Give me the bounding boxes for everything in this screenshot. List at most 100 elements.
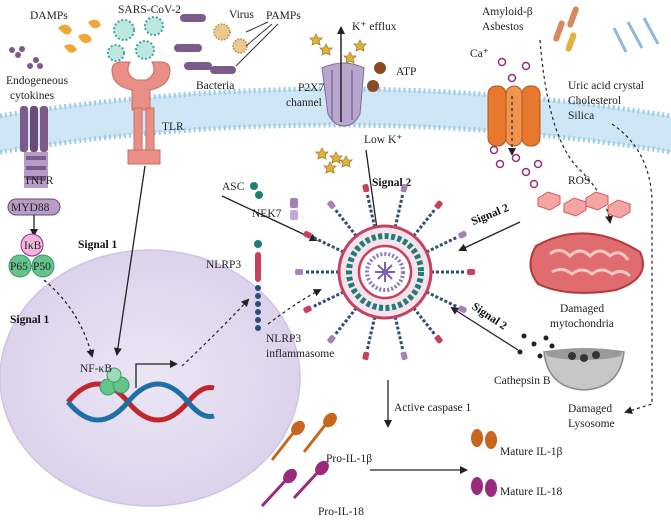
- asbestos-label: Asbestos: [482, 21, 524, 33]
- uric-label: Uric acid crystal: [568, 80, 644, 92]
- damps-icon: [58, 19, 101, 53]
- damaged-lysosome: [543, 348, 625, 391]
- endog-label-1: Endogeneous: [6, 75, 68, 87]
- tnfr-label: TNFR: [24, 175, 54, 187]
- nlrp3-inflammasome: [295, 183, 475, 361]
- inflammasome-spoke-tip: [458, 230, 467, 239]
- inflammasome-spoke: [333, 208, 358, 237]
- inflammasome-spoke-tip: [362, 183, 370, 193]
- p2x7-label-2: channel: [286, 97, 322, 109]
- virus-label: Virus: [229, 9, 254, 21]
- inflammasome-spoke: [412, 307, 437, 336]
- pamps-label: PAMPs: [266, 10, 301, 22]
- amyloid-label: Amyloid-β: [482, 6, 533, 18]
- cytokine-icons: [9, 46, 43, 69]
- inflammasome-spoke: [393, 193, 405, 228]
- signal1-upper-label: Signal 1: [78, 239, 118, 251]
- nlrp3-to-inflammasome-arrow: [267, 289, 322, 325]
- pro-il1b-label: Pro-IL-1β: [326, 453, 372, 465]
- inflammasome-spoke-tip: [327, 200, 336, 209]
- tlr-receptor: [111, 61, 171, 165]
- pro-il18-label: Pro-IL-18: [318, 506, 364, 518]
- inflammasome-spoke: [425, 235, 458, 254]
- asc-nek7-arrow: [221, 195, 318, 242]
- nlrp3-infl-label-1: NLRP3: [266, 333, 301, 345]
- bacteria-label: Bacteria: [196, 80, 234, 92]
- caspase-core: [375, 262, 395, 282]
- damps-label: DAMPs: [30, 10, 68, 22]
- inflammasome-spokes: [295, 183, 475, 361]
- atp-label: ATP: [396, 66, 416, 78]
- signal2-right-lower-label: Signal 2: [470, 301, 510, 333]
- inflammasome-spoke: [393, 316, 405, 351]
- inflammasome-spoke-tip: [458, 305, 467, 314]
- signal1-lower-label: Signal 1: [10, 314, 50, 326]
- virus-icon: [213, 23, 248, 54]
- pamps-lines: [235, 21, 279, 67]
- inflammasome-spoke: [412, 208, 437, 237]
- damaged-mito-label-1: Damaged: [560, 303, 604, 315]
- nlrp3-monomer: [254, 240, 262, 331]
- nek7-label: NEK7: [252, 208, 282, 220]
- damaged-mitochondria: [529, 232, 644, 294]
- inflammasome-spoke-tip: [434, 335, 443, 344]
- k-efflux-label: K⁺ efflux: [352, 21, 397, 33]
- calcium-channel: [487, 85, 541, 147]
- p2x7-label-1: P2X7: [298, 82, 324, 94]
- pro-il1b-icons: [270, 412, 337, 461]
- p2x7-channel: [321, 62, 386, 127]
- mito-signal2-arrow: [458, 221, 521, 252]
- inflammasome-spoke: [425, 290, 458, 309]
- nlrp3-infl-label-2: inflammasome: [266, 348, 334, 360]
- damaged-lys-label-2: Lysosome: [568, 418, 615, 430]
- transcription-arrow: [135, 360, 178, 388]
- inflammasome-spoke-tip: [434, 200, 443, 209]
- ros-label: ROS: [568, 175, 590, 187]
- amyloid-fibrils: [553, 6, 579, 52]
- inflammasome-spoke-tip: [362, 351, 370, 361]
- tlr-label: TLR: [162, 121, 184, 133]
- myd88-box: MYD88: [7, 198, 61, 216]
- inflammasome-spoke: [333, 307, 358, 336]
- inflammasome-spoke-tip: [400, 351, 408, 361]
- mature-il18-icons: [471, 477, 497, 497]
- inflammasome-spoke: [365, 316, 377, 351]
- sars-label: SARS-CoV-2: [118, 4, 181, 16]
- inflammasome-spoke: [312, 235, 345, 254]
- lysosome-signal2-arrow: [450, 306, 519, 351]
- tlr-signal1-arrow: [113, 165, 146, 356]
- mature-il18-label: Mature IL-18: [500, 486, 563, 498]
- inflammasome-spoke: [365, 193, 377, 228]
- inflammasome-spoke-tip: [327, 335, 336, 344]
- p50-label: P50: [33, 261, 51, 273]
- signal2-right-upper-label: Signal 2: [470, 202, 511, 228]
- endog-label-2: cytokines: [10, 90, 55, 102]
- myd88-label: MYD88: [11, 202, 50, 214]
- active-caspase-label: Active caspase 1: [394, 402, 472, 414]
- nlrp3-label: NLRP3: [206, 259, 241, 271]
- ca-label: Ca⁺: [470, 48, 489, 60]
- inflammasome-spoke: [312, 290, 345, 309]
- ros-shapes: [537, 191, 631, 219]
- asc-label: ASC: [222, 181, 245, 193]
- pro-il18-icons: [260, 460, 329, 508]
- ikb-complex: [8, 233, 55, 278]
- ikb-label: IκB: [24, 240, 42, 252]
- inflammasome-spoke-tip: [303, 305, 312, 314]
- mature-il1b-icons: [471, 429, 497, 449]
- inflammasome-spoke-tip: [303, 230, 312, 239]
- cholesterol-label: Cholesterol: [568, 95, 621, 107]
- silica-label: Silica: [568, 110, 594, 122]
- nfkb-label: NF-κB: [80, 363, 112, 375]
- asc-icon: [250, 182, 263, 199]
- transcription-to-nlrp3-arrow: [181, 298, 250, 367]
- nek7-icon: [290, 198, 298, 220]
- uric-crystals: [612, 17, 660, 53]
- dna-helix: [66, 381, 215, 423]
- ca-ions: [489, 57, 543, 189]
- nfkb-complex: [99, 367, 130, 396]
- bacteria-icon: [174, 14, 236, 74]
- damaged-mito-label-2: mytochondria: [550, 318, 614, 330]
